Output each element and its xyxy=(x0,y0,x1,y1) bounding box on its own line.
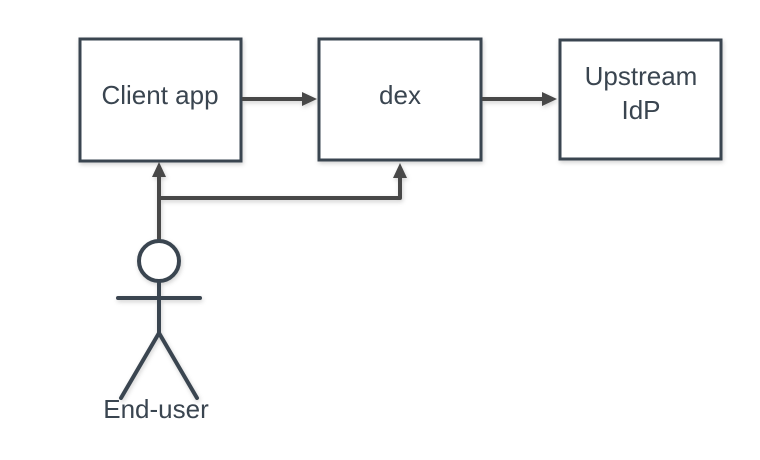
edge-client-app-to-dex xyxy=(242,92,317,106)
edge-dex-to-upstream-idp xyxy=(482,92,557,106)
edge-client-app-to-dex-arrowhead-icon xyxy=(302,92,317,106)
diagram-shapes xyxy=(78,37,723,400)
edge-end-user-to-client-app xyxy=(152,162,166,240)
node-client-app xyxy=(78,37,243,163)
node-upstream-idp-label-line1: Upstream xyxy=(585,61,698,91)
node-client-app-label: Client app xyxy=(101,80,218,110)
actor-end-user-label: End-user xyxy=(103,394,209,424)
actor-end-user xyxy=(116,239,202,400)
node-upstream-idp-label-line2: IdP xyxy=(621,95,660,125)
actor-right-leg-icon xyxy=(157,331,199,400)
actor-left-leg-icon xyxy=(119,331,161,400)
node-dex xyxy=(317,37,483,162)
edge-end-user-to-dex-arrowhead-icon xyxy=(393,163,407,178)
edge-dex-to-upstream-idp-arrowhead-icon xyxy=(542,92,557,106)
node-dex-label: dex xyxy=(379,80,421,110)
actor-head-icon xyxy=(137,239,181,283)
node-upstream-idp xyxy=(558,38,723,161)
edge-end-user-to-dex-line xyxy=(159,178,402,200)
edge-end-user-to-client-app-arrowhead-icon xyxy=(152,162,166,177)
edge-end-user-to-dex xyxy=(159,163,407,200)
